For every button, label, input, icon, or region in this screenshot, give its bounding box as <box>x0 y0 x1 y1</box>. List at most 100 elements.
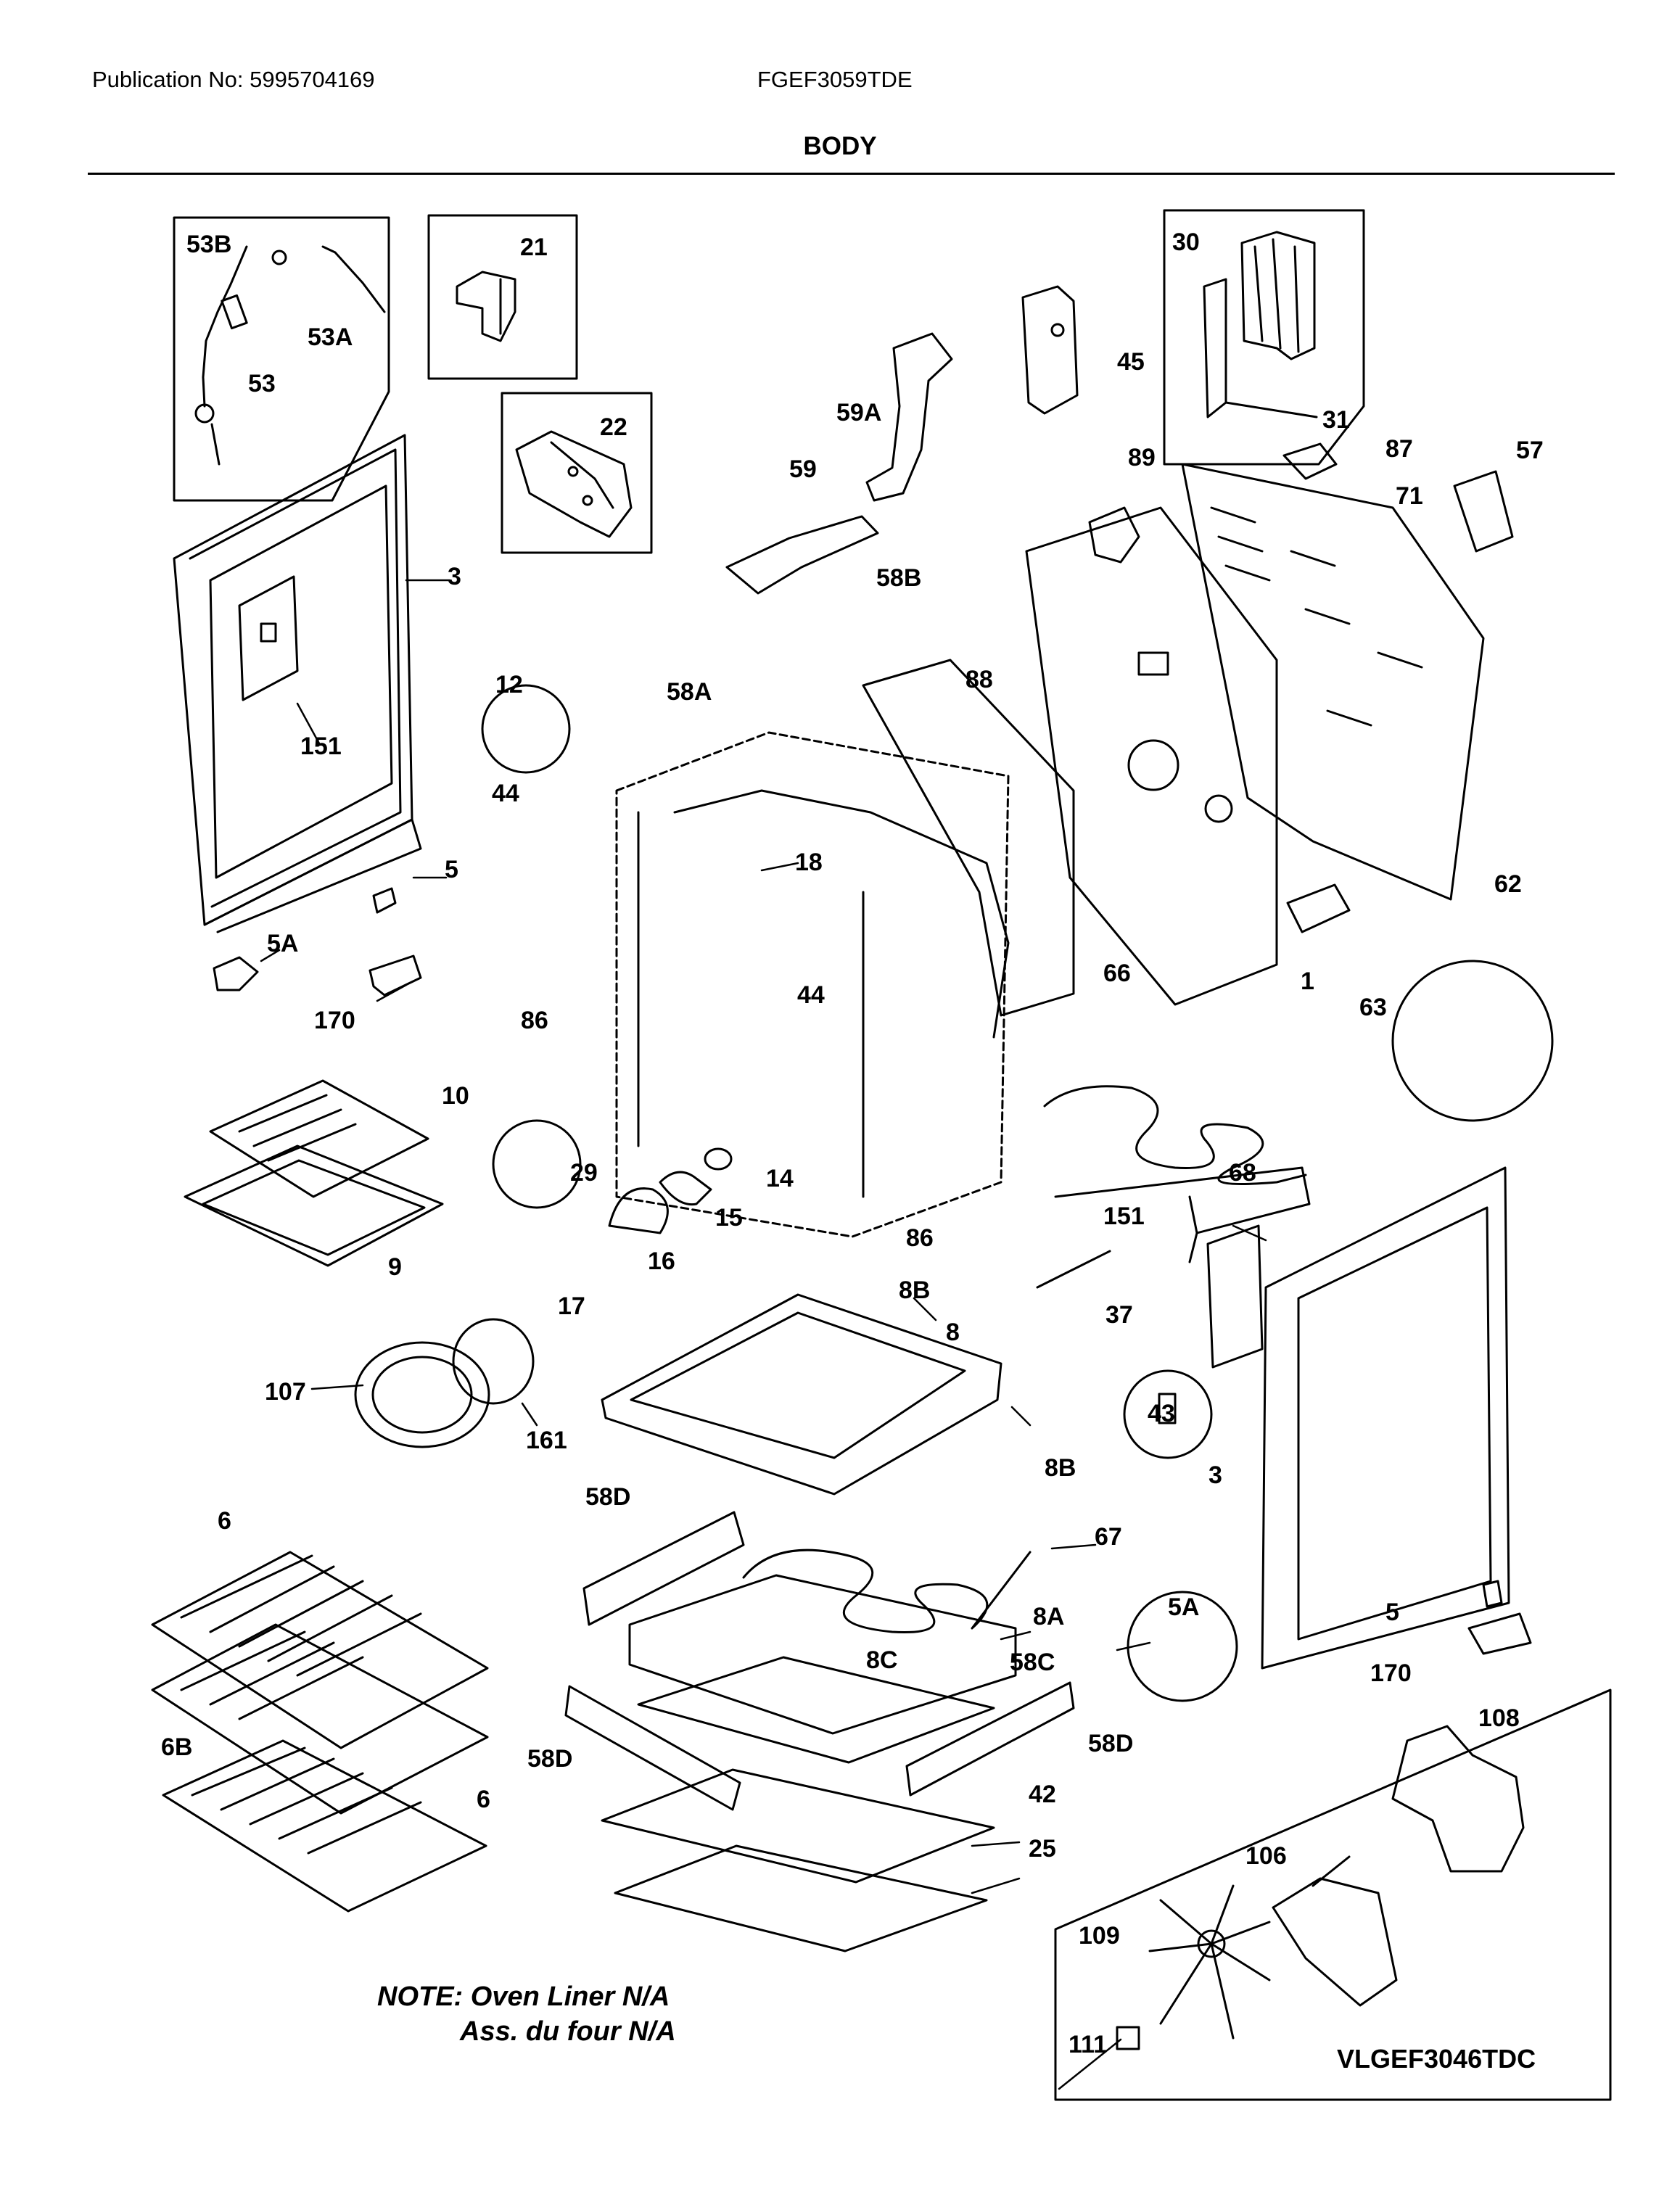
part-label: 88 <box>965 666 993 693</box>
part-label: 43 <box>1148 1400 1175 1427</box>
insulation-part-58B <box>673 659 1075 1039</box>
insulation-part-58C <box>637 1656 995 1764</box>
part-label: 53B <box>186 231 231 258</box>
clip-part-87 <box>1282 442 1338 480</box>
part-label: 62 <box>1494 870 1522 898</box>
part-label: 58B <box>876 564 921 592</box>
broiler-grid-part-10 <box>209 1079 429 1198</box>
part-label: 21 <box>520 234 548 261</box>
part-label: 58A <box>667 678 712 706</box>
part-label: 57 <box>1516 437 1544 464</box>
motor-bracket-part-106 <box>1272 1855 1398 2007</box>
part-label: 86 <box>906 1224 934 1252</box>
part-label: 59 <box>789 455 817 483</box>
leveler-part-5A-left <box>213 956 259 991</box>
leveler-foot-part-5-right <box>1482 1580 1503 1608</box>
broiler-pan-part-9 <box>184 1145 444 1267</box>
part-label: 66 <box>1103 960 1131 987</box>
duct-part-59 <box>725 515 879 595</box>
part-label: 170 <box>314 1007 355 1034</box>
broil-element-part-67 <box>742 1548 1032 1633</box>
leader-lines <box>260 579 1267 2090</box>
part-label: 53A <box>308 323 353 351</box>
bottom-panel-part-25 <box>614 1844 988 1952</box>
trim-strip-part-31 <box>1203 278 1318 418</box>
part-label: 151 <box>1103 1203 1145 1230</box>
part-label: 108 <box>1478 1704 1520 1732</box>
part-label: 5 <box>1385 1599 1399 1626</box>
part-labels: 53B 53A 53 21 22 30 31 45 59A 59 89 87 5… <box>161 228 1544 2058</box>
part-label: 6B <box>161 1733 192 1761</box>
part-label: 8C <box>866 1646 897 1674</box>
bake-element-part-66 <box>1043 1085 1307 1185</box>
oven-bottom-part-8 <box>601 1293 1002 1496</box>
part-label: 30 <box>1172 228 1200 256</box>
bottom-cover-part-42 <box>601 1768 995 1884</box>
cover-part-57 <box>1453 470 1514 553</box>
part-label: 8B <box>1045 1454 1076 1482</box>
part-label: 86 <box>521 1007 548 1034</box>
inset-box-part-22 <box>501 392 653 554</box>
part-label: 42 <box>1029 1781 1056 1808</box>
insulation-strip-part-58D-c <box>905 1681 1075 1797</box>
part-label: 5 <box>445 856 458 883</box>
part-label: 31 <box>1322 406 1350 434</box>
inset-circle-part-43 <box>1123 1369 1213 1459</box>
part-label: 170 <box>1370 1659 1412 1687</box>
oven-rack-part-6B <box>162 1739 487 1913</box>
part-label: 3 <box>1208 1461 1222 1489</box>
inset-circle-part-12 <box>481 684 571 774</box>
sensor-probe-part-53 <box>194 245 386 466</box>
part-label: 87 <box>1385 435 1413 463</box>
section-title: BODY <box>803 132 877 160</box>
wire-part-37 <box>1036 1250 1111 1289</box>
lamp-cover-part-16 <box>608 1187 669 1234</box>
inset-box-vent-parts <box>1163 209 1365 466</box>
part-label: 15 <box>715 1204 743 1232</box>
part-label: 1 <box>1301 968 1314 995</box>
connector-part-21 <box>456 271 516 342</box>
side-panel-left-part-3 <box>173 434 422 933</box>
part-label: 8B <box>899 1277 930 1304</box>
part-label: 58D <box>1088 1730 1133 1757</box>
insulation-strip-part-58D-b <box>564 1685 741 1811</box>
part-label: 63 <box>1359 994 1387 1021</box>
inset-box-part-21 <box>427 214 578 380</box>
bracket-part-151-right <box>1206 1224 1264 1369</box>
fan-cover-part-107 <box>354 1341 490 1448</box>
note-line-1: NOTE: Oven Liner N/A <box>377 1981 670 2012</box>
bracket-part-89 <box>1088 506 1140 564</box>
part-label: 5A <box>1168 1593 1199 1621</box>
back-panel-part-1 <box>1025 506 1278 1006</box>
part-label: 71 <box>1396 482 1423 510</box>
inset-circle-part-29 <box>492 1119 582 1209</box>
part-label: 111 <box>1068 2031 1107 2058</box>
inset-box-thermostat-sensor <box>173 216 390 502</box>
back-panel-part-71 <box>1181 463 1485 901</box>
part-label: 14 <box>766 1165 794 1192</box>
part-label: 109 <box>1079 1922 1120 1950</box>
side-panel-right-part-3 <box>1261 1166 1510 1670</box>
lamp-socket-part-14 <box>704 1147 733 1171</box>
shield-part-45 <box>1021 285 1079 415</box>
header-divider <box>88 173 1615 175</box>
heat-shield-part-68 <box>1054 1166 1311 1263</box>
lamp-bulb-part-15 <box>659 1171 712 1206</box>
publication-number: Publication No: 5995704169 <box>92 67 375 92</box>
part-label: 12 <box>495 671 523 698</box>
fan-blade-part-109 <box>1148 1884 1271 2040</box>
leveler-foot-part-5-left <box>372 887 397 914</box>
part-label: 18 <box>795 849 823 876</box>
terminal-block-part-62 <box>1286 883 1351 933</box>
model-number: FGEF3059TDE <box>757 67 913 92</box>
inset-circle-part-5A <box>1127 1591 1238 1702</box>
fan-motor-part-108 <box>1391 1725 1525 1873</box>
part-label: 53 <box>248 370 276 397</box>
part-label: 151 <box>300 733 342 760</box>
bracket-part-151-left <box>238 575 299 701</box>
screw-part-43 <box>1158 1393 1177 1424</box>
diagram-code: VLGEF3046TDC <box>1337 2044 1536 2074</box>
part-label: 161 <box>526 1427 567 1454</box>
inset-box-convection-fan <box>1054 1688 1612 2101</box>
part-label: 17 <box>558 1292 585 1320</box>
